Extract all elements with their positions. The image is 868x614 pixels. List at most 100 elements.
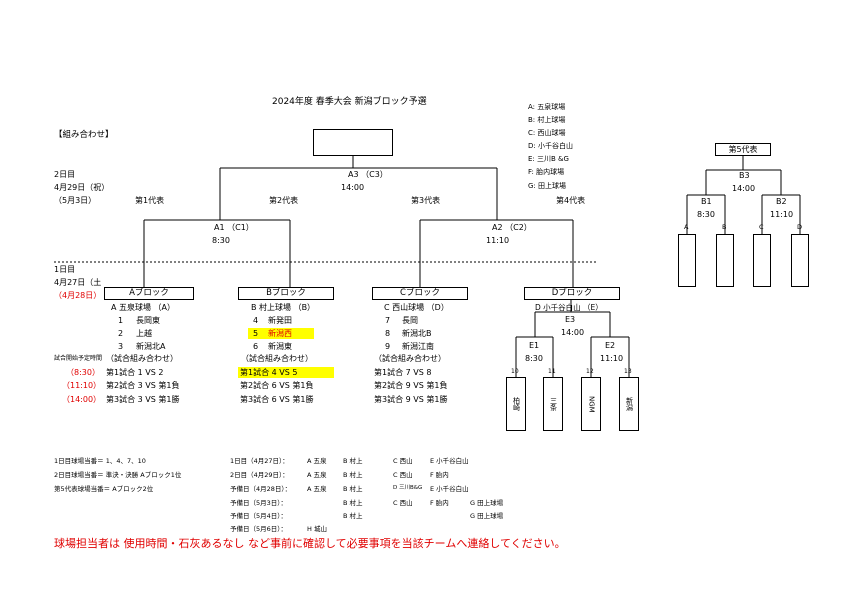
block-d-semi1-label: E1 [529, 341, 540, 350]
rep5-slot-box [753, 234, 771, 287]
block-a-venue: A 五泉球場 （A） [111, 303, 176, 312]
schedule-cell: A 五泉 [307, 457, 327, 465]
game-row: 第3試合 3 VS 第1勝 [106, 395, 180, 404]
rep5-slot-label: D [797, 223, 803, 231]
game-row: 第2試合 6 VS 第1負 [240, 381, 314, 390]
team-name: 新潟 [625, 397, 634, 411]
schedule-cell: C 西山 [393, 471, 413, 479]
schedule-cell: G 田上球場 [470, 499, 504, 507]
rep5-semi2-time: 11:10 [770, 210, 794, 219]
team-name: 長岡 [402, 316, 418, 325]
schedule-cell: B 村上 [343, 499, 363, 507]
duty-line: 1日目球場当番＝ 1、4、7、10 [54, 457, 146, 465]
schedule-cell: B 村上 [343, 471, 363, 479]
highlight-marker [248, 328, 314, 339]
schedule-day: 予備日（5月6日）： [230, 525, 288, 533]
rep5-slot-box [678, 234, 696, 287]
rep5-slot-label: B [722, 223, 727, 231]
schedule-cell: B 村上 [343, 512, 363, 520]
block-c-title: Cブロック [372, 287, 468, 300]
rep5-semi2-label: B2 [776, 197, 787, 206]
venue-legend-item: G: 田上球場 [528, 182, 567, 190]
team-number: 3 [118, 342, 124, 351]
semi1-match-time: 8:30 [212, 236, 230, 245]
schedule-cell: E 小千谷白山 [430, 457, 469, 465]
team-box: 新潟 [619, 377, 639, 431]
rep5-slot-label: A [684, 223, 689, 231]
schedule-cell: G 田上球場 [470, 512, 504, 520]
venue-legend-item: B: 村上球場 [528, 116, 566, 124]
schedule-cell: H 城山 [307, 525, 327, 533]
schedule-cell: C 西山 [393, 499, 413, 507]
team-number: 12 [586, 368, 594, 375]
team-number: 4 [253, 316, 259, 325]
rep5-title-box: 第5代表 [715, 143, 771, 156]
venue-legend-item: F: 胎内球場 [528, 168, 565, 176]
semi2-match-label: A2 （C2） [492, 223, 532, 232]
section-label: 【組み合わせ】 [54, 130, 114, 140]
rep5-final-time: 14:00 [732, 184, 756, 193]
block-d-final-label: E3 [565, 315, 576, 324]
rep5-slot-box [716, 234, 734, 287]
page-title: 2024年度 春季大会 新潟ブロック予選 [272, 97, 427, 107]
team-number: 13 [624, 368, 632, 375]
block-d-title: Dブロック [524, 287, 620, 300]
day1-label: 1日目 [54, 265, 76, 274]
combo-label: （試合組み合わせ） [106, 354, 178, 363]
champion-box [313, 129, 393, 156]
schedule-cell: A 五泉 [307, 485, 327, 493]
team-number: 5 [253, 329, 259, 338]
venue-legend-item: D: 小千谷白山 [528, 142, 573, 150]
rep5-final-label: B3 [739, 171, 750, 180]
day2-label: 2日目 [54, 170, 76, 179]
team-number: 10 [511, 368, 519, 375]
game-row: 第3試合 6 VS 第1勝 [240, 395, 314, 404]
duty-line: 2日目球場当番＝ 準決・決勝 Aブロック1位 [54, 471, 182, 479]
schedule-cell: E 小千谷白山 [430, 485, 469, 493]
schedule-cell: D 三川B&G [393, 485, 423, 491]
rep-4-label: 第4代表 [556, 196, 586, 205]
schedule-cell: F 胎内 [430, 499, 449, 507]
team-name: 新潟東 [268, 342, 292, 351]
final-match-label: A3 （C3） [348, 170, 388, 179]
team-number: 11 [548, 368, 556, 375]
day1-reserve-date: （4月28日） [54, 291, 102, 300]
team-name: 新潟江南 [402, 342, 434, 351]
team-box: NGM [581, 377, 601, 431]
schedule-day: 2日目（4月29日）： [230, 471, 289, 479]
schedule-cell: B 村上 [343, 485, 363, 493]
team-name: 上越 [136, 329, 152, 338]
team-number: 9 [385, 342, 391, 351]
day2-date: 4月29日（祝） [54, 183, 110, 192]
team-name-highlighted: 新潟西 [268, 329, 292, 338]
block-a-title: Aブロック [104, 287, 194, 300]
rep-3-label: 第3代表 [411, 196, 441, 205]
schedule-day: 1日目（4月27日）： [230, 457, 289, 465]
block-d-semi1-time: 8:30 [525, 354, 543, 363]
game-time-2: （11:10） [62, 381, 102, 390]
team-name: 三条 [549, 397, 558, 411]
rep-2-label: 第2代表 [269, 196, 299, 205]
venue-legend-item: E: 三川B &G [528, 155, 569, 163]
schedule-day: 予備日（4月28日）： [230, 485, 292, 493]
block-c-venue: C 西山球場 （D） [384, 303, 449, 312]
team-number: 7 [385, 316, 391, 325]
schedule-cell: C 西山 [393, 457, 413, 465]
team-box: 三条 [543, 377, 563, 431]
schedule-cell: A 五泉 [307, 471, 327, 479]
rep-1-label: 第1代表 [135, 196, 165, 205]
block-d-final-time: 14:00 [561, 328, 585, 337]
time-note: 試合開始予定時間 [54, 355, 103, 362]
block-d-venue: D 小千谷白山 （E） [535, 303, 603, 312]
day2-reserve-date: （5月3日） [54, 196, 97, 205]
semi2-match-time: 11:10 [486, 236, 510, 245]
team-number: 1 [118, 316, 124, 325]
rep5-slot-box [791, 234, 809, 287]
game-row: 第1試合 7 VS 8 [374, 368, 432, 377]
team-number: 2 [118, 329, 124, 338]
venue-legend-item: A: 五泉球場 [528, 103, 566, 111]
semi1-match-label: A1 （C1） [214, 223, 254, 232]
game-row: 第3試合 9 VS 第1勝 [374, 395, 448, 404]
duty-line: 第5代表球場当番＝ Aブロック2位 [54, 485, 154, 493]
